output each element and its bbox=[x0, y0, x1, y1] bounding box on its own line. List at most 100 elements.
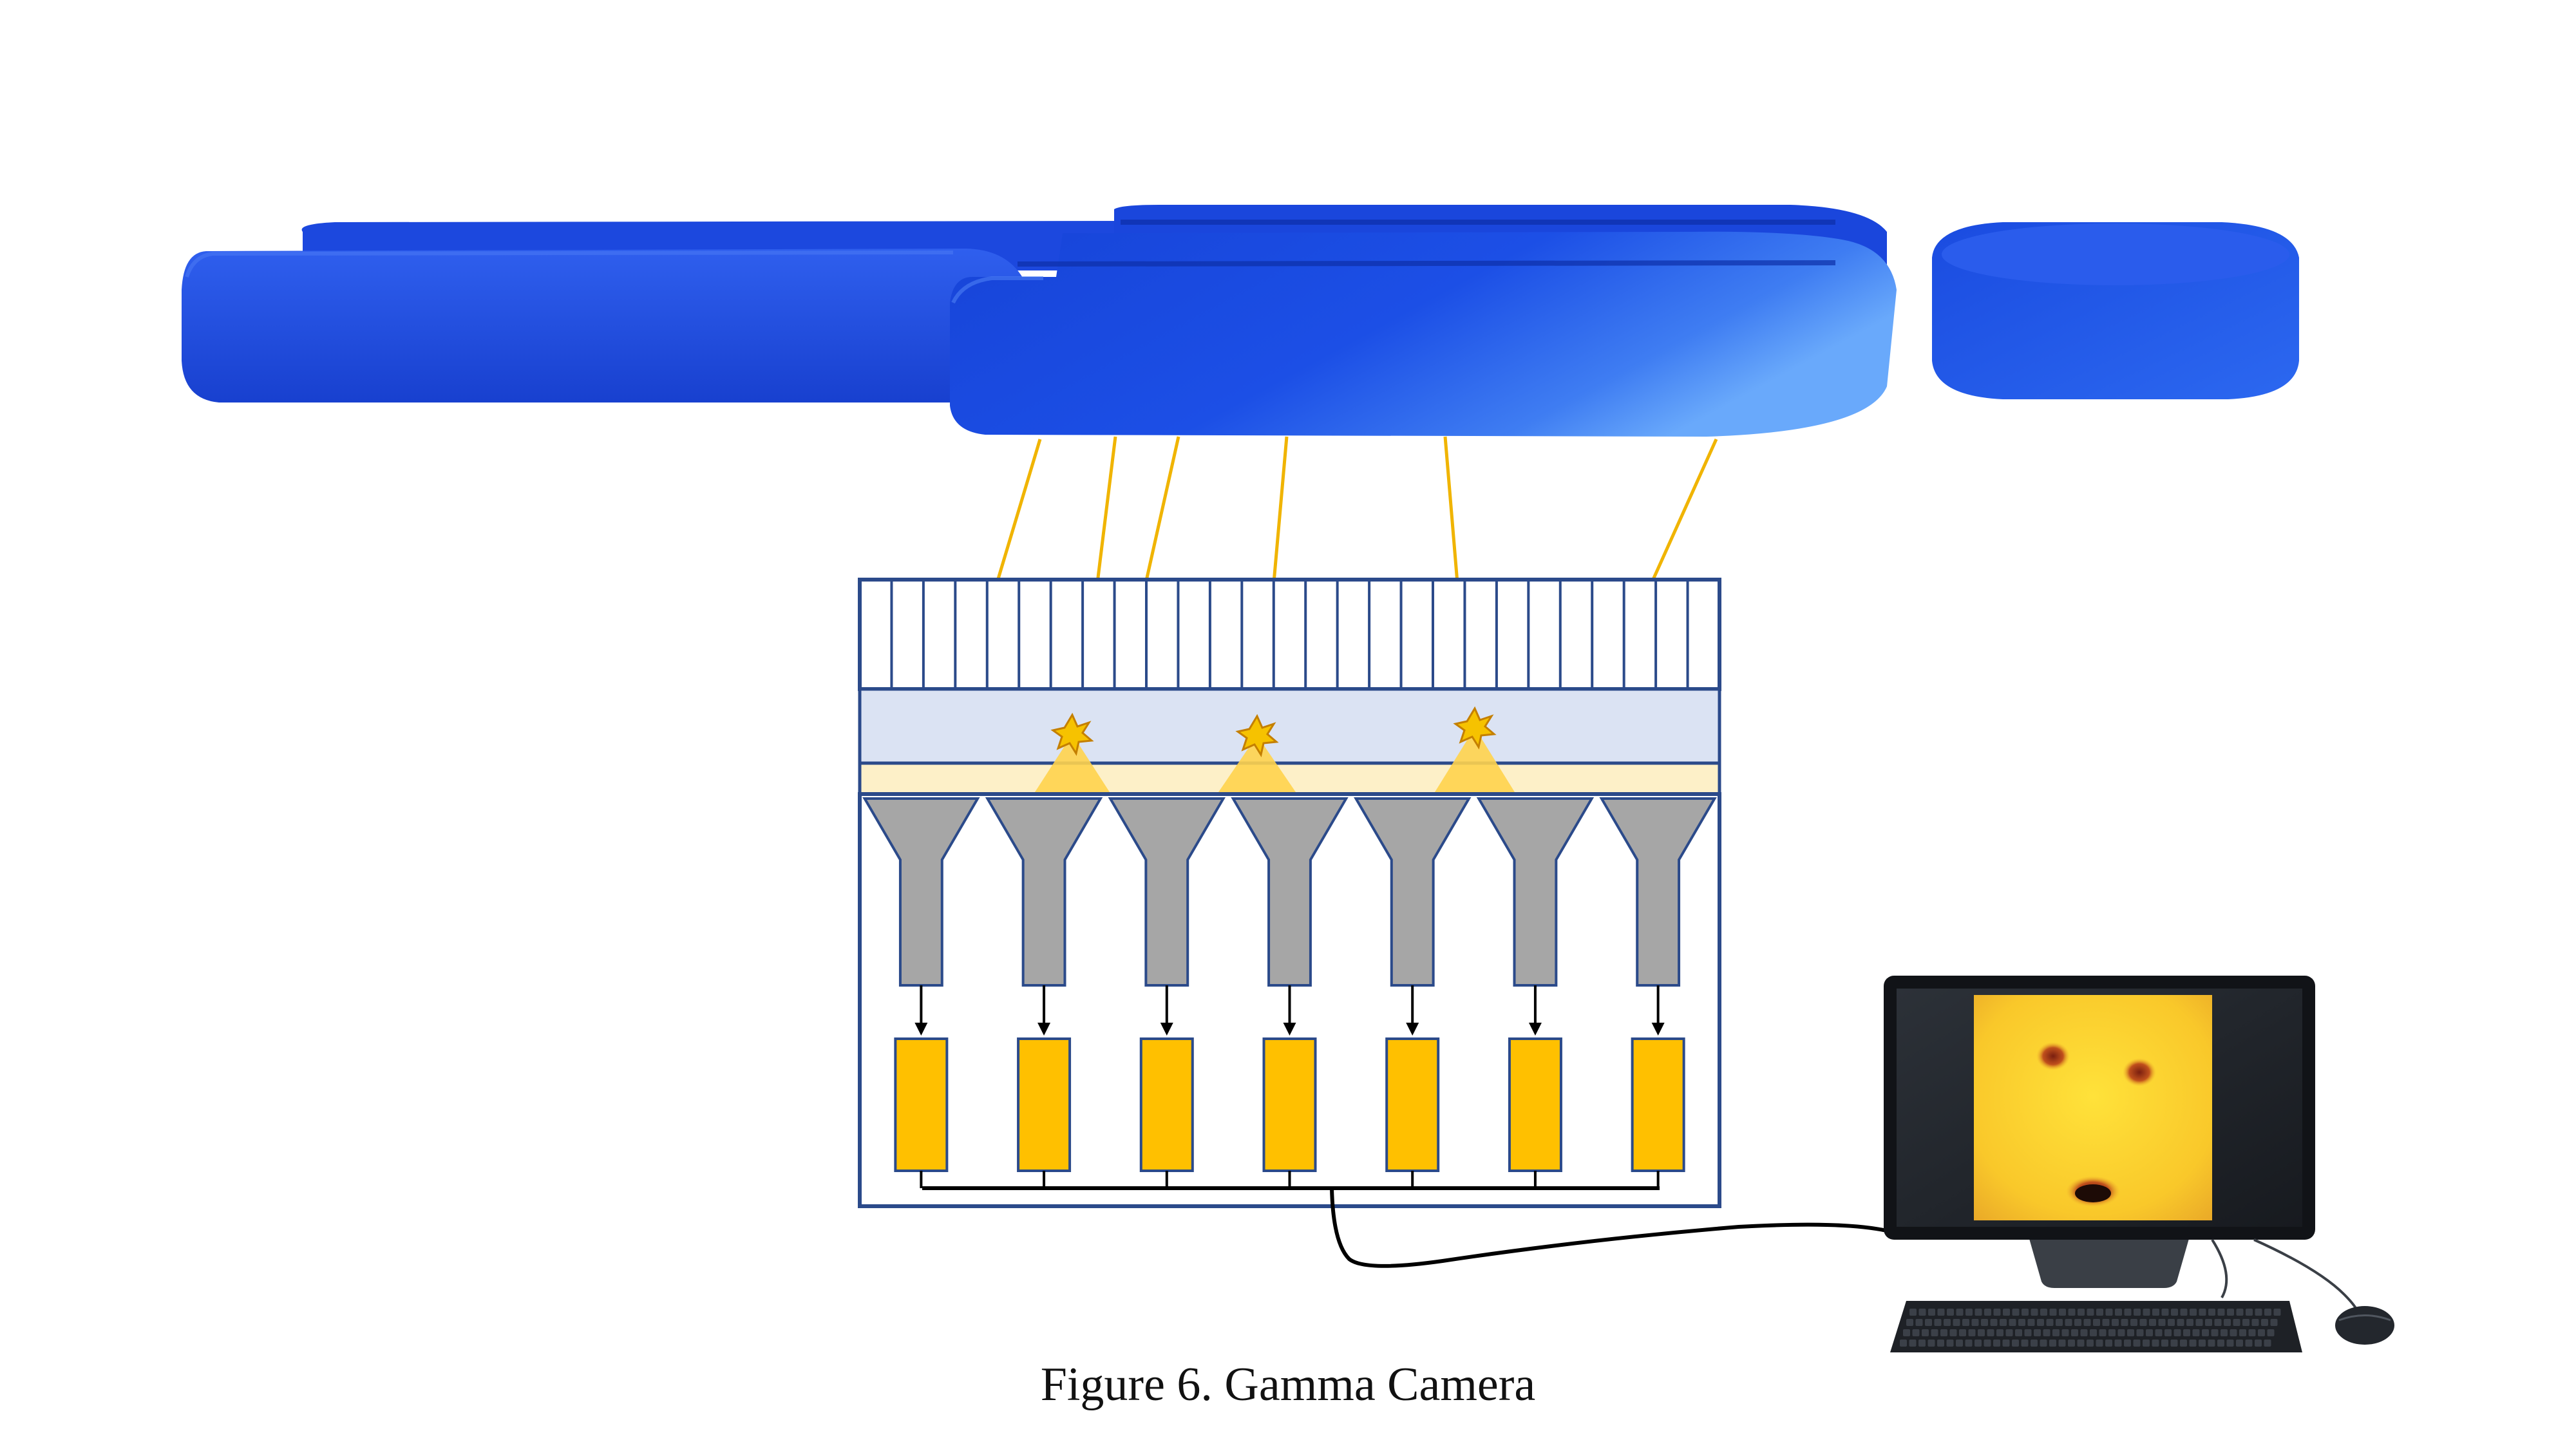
key bbox=[2273, 1309, 2281, 1316]
electronics-module bbox=[1139, 1037, 1194, 1172]
key bbox=[2143, 1340, 2150, 1347]
key bbox=[2161, 1340, 2168, 1347]
key bbox=[2130, 1319, 2137, 1326]
key bbox=[2002, 1340, 2010, 1347]
key bbox=[2180, 1340, 2187, 1347]
key bbox=[1944, 1319, 1951, 1326]
pmt-body bbox=[985, 797, 1103, 987]
photomultiplier-tube bbox=[1599, 797, 1717, 1188]
electronics-module bbox=[894, 1037, 949, 1172]
key bbox=[1940, 1329, 1947, 1336]
key bbox=[2239, 1329, 2246, 1336]
key bbox=[1978, 1329, 1985, 1336]
key bbox=[2264, 1309, 2271, 1316]
key bbox=[1993, 1340, 2000, 1347]
pmt-body bbox=[1599, 797, 1717, 987]
arrow-head bbox=[1283, 1023, 1296, 1036]
key bbox=[2258, 1329, 2265, 1336]
key bbox=[2052, 1329, 2060, 1336]
key bbox=[1984, 1309, 1991, 1316]
key bbox=[2005, 1329, 2013, 1336]
key bbox=[2211, 1329, 2219, 1336]
key bbox=[2270, 1319, 2278, 1326]
key bbox=[2214, 1319, 2222, 1326]
key bbox=[2242, 1319, 2249, 1326]
key bbox=[2158, 1319, 2166, 1326]
key bbox=[2068, 1340, 2075, 1347]
photomultiplier-tube bbox=[1231, 797, 1349, 1188]
key bbox=[2217, 1340, 2224, 1347]
key bbox=[1909, 1340, 1917, 1347]
collimator bbox=[858, 578, 1721, 691]
scintillation-event bbox=[1435, 706, 1515, 792]
key bbox=[2077, 1340, 2085, 1347]
key bbox=[1965, 1340, 1973, 1347]
key bbox=[2233, 1319, 2240, 1326]
key bbox=[2018, 1319, 2025, 1326]
patient-head bbox=[1932, 222, 2299, 399]
key bbox=[2009, 1319, 2016, 1326]
key bbox=[1965, 1309, 1973, 1316]
key bbox=[2121, 1319, 2128, 1326]
key bbox=[1956, 1309, 1964, 1316]
key bbox=[2080, 1329, 2088, 1336]
key bbox=[2090, 1329, 2097, 1336]
key bbox=[2000, 1319, 2007, 1326]
key bbox=[2127, 1329, 2134, 1336]
photomultiplier-tubes bbox=[862, 797, 1717, 1188]
patient-body bbox=[182, 205, 2299, 437]
pmt-body bbox=[1108, 797, 1226, 987]
pmt-body bbox=[1476, 797, 1595, 987]
key bbox=[2124, 1309, 2132, 1316]
key bbox=[2199, 1309, 2206, 1316]
key bbox=[2155, 1329, 2163, 1336]
key bbox=[2149, 1319, 2156, 1326]
arrow-head bbox=[1651, 1023, 1665, 1036]
key bbox=[1937, 1309, 1945, 1316]
pmt-body bbox=[1354, 797, 1472, 987]
key bbox=[1928, 1309, 1935, 1316]
key bbox=[2195, 1319, 2203, 1326]
key bbox=[2230, 1329, 2237, 1336]
key bbox=[2024, 1329, 2032, 1336]
key bbox=[2115, 1309, 2122, 1316]
key bbox=[2139, 1319, 2147, 1326]
key bbox=[2040, 1309, 2047, 1316]
key bbox=[2021, 1340, 2029, 1347]
key bbox=[1971, 1319, 1979, 1326]
key bbox=[2015, 1329, 2022, 1336]
key bbox=[2226, 1340, 2234, 1347]
key bbox=[2267, 1329, 2275, 1336]
key bbox=[2248, 1329, 2256, 1336]
key bbox=[1975, 1309, 1982, 1316]
computer bbox=[1884, 976, 2394, 1352]
key bbox=[2059, 1309, 2066, 1316]
key bbox=[2143, 1309, 2150, 1316]
key bbox=[2108, 1329, 2116, 1336]
key bbox=[2192, 1329, 2200, 1336]
key bbox=[1906, 1319, 1913, 1326]
key bbox=[2022, 1309, 2029, 1316]
key bbox=[2049, 1340, 2056, 1347]
photomultiplier-tube bbox=[1354, 797, 1472, 1188]
key bbox=[2251, 1319, 2259, 1326]
key bbox=[2180, 1309, 2188, 1316]
scintillation-crystal bbox=[858, 687, 1721, 765]
arrow-head bbox=[1528, 1023, 1542, 1036]
key bbox=[1909, 1309, 1917, 1316]
key bbox=[2170, 1340, 2178, 1347]
key bbox=[2236, 1309, 2244, 1316]
key bbox=[1912, 1329, 1920, 1336]
electronics-module bbox=[1385, 1037, 1440, 1172]
key bbox=[1925, 1319, 1932, 1326]
electronics-module bbox=[1262, 1037, 1317, 1172]
key bbox=[2027, 1319, 2035, 1326]
key bbox=[1987, 1329, 1994, 1336]
key bbox=[1918, 1309, 1926, 1316]
data-cable bbox=[1330, 1188, 1897, 1268]
key bbox=[1922, 1329, 1929, 1336]
key bbox=[2043, 1329, 2050, 1336]
key bbox=[1927, 1340, 1935, 1347]
key bbox=[2117, 1329, 2125, 1336]
key bbox=[1931, 1329, 1938, 1336]
